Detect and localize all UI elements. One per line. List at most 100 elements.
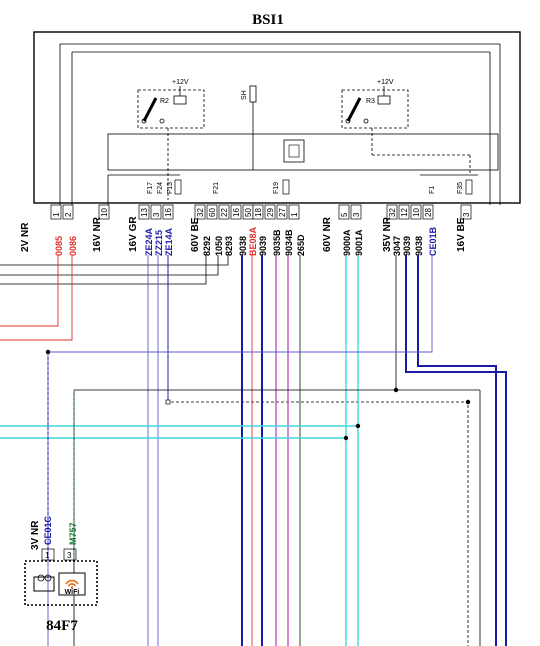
pin-box [206, 204, 218, 220]
wifi-icon: WiFi [58, 572, 86, 596]
connector-label-2: 16V GR [128, 216, 139, 252]
wire-label: 3047 [392, 236, 402, 256]
pin-number: 10 [100, 208, 109, 217]
fuse-f13: F13 [167, 182, 174, 194]
module-84f7-box [24, 560, 98, 606]
pin-number: 1 [290, 212, 299, 217]
wire-label: 9039 [402, 236, 412, 256]
bsi1-title: BSI1 [252, 12, 284, 28]
bottom-pin-1: 1 [45, 551, 50, 560]
connector-label-1: 16V NR [92, 216, 103, 252]
pin-box [98, 204, 110, 220]
pin-number: 10 [412, 208, 421, 217]
fuse-strip [107, 174, 478, 205]
pin-number: 50 [244, 208, 253, 217]
connector-label-4: 60V NR [322, 216, 333, 252]
pin-number: 1 [52, 212, 61, 217]
pin-box [338, 204, 350, 220]
pin-number: 22 [220, 208, 229, 217]
fuse-f19: F19 [273, 182, 280, 194]
plus12-a-label: +12V [172, 79, 189, 86]
pin-number: 29 [266, 208, 275, 217]
wire-label: 0086 [68, 236, 78, 256]
pin-number: 3 [462, 212, 471, 217]
relay-r2-label: R2 [160, 98, 169, 105]
relay-r3-box [341, 89, 409, 129]
pin-box [276, 204, 288, 220]
internal-bus [107, 133, 499, 171]
connector-label-0: 2V NR [20, 222, 31, 252]
relay-r3-label: R3 [366, 98, 375, 105]
pin-number: 32 [388, 208, 397, 217]
connector-label-3: 60V BE [190, 217, 201, 252]
wire-label: 8292 [202, 236, 212, 256]
pin-number: 60 [208, 208, 217, 217]
wire-label: 9001A [354, 229, 364, 256]
pin-box [150, 204, 162, 220]
bottom-wire-m757: M757 [68, 522, 78, 545]
wire-label: ZZ215 [154, 230, 164, 256]
pin-box [422, 204, 434, 220]
pin-number: 2 [64, 212, 73, 217]
plus12-b-label: +12V [377, 79, 394, 86]
pin-number: 32 [196, 208, 205, 217]
wire-runs [0, 255, 507, 646]
wire-label: CE01B [428, 226, 438, 256]
wire-label: 9000A [342, 229, 352, 256]
wire-label: 9038 [238, 236, 248, 256]
camera-icon [33, 574, 55, 592]
bottom-wire-ce01c: CE01C [43, 515, 53, 545]
wire-label: 9034B [284, 229, 294, 256]
bottom-pin-3: 3 [67, 551, 72, 560]
wire-label: 9035B [272, 229, 282, 256]
pin-box [288, 204, 300, 220]
pin-box [410, 204, 422, 220]
pin-box [252, 204, 264, 220]
wire-label: BE08A [248, 226, 258, 256]
module-84f7-label: 84F7 [46, 618, 78, 634]
pin-number: 27 [278, 208, 287, 217]
wire-label: ZE14A [164, 227, 174, 256]
pin-box [386, 204, 398, 220]
sh-label: SH [241, 90, 248, 100]
pin-box [62, 204, 74, 220]
wire-label: 9039 [258, 236, 268, 256]
fuse-f21: F21 [213, 182, 220, 194]
connector-label-5: 35V NR [382, 216, 393, 252]
connector-label-6: 16V BE [456, 217, 467, 252]
pin-number: 18 [254, 208, 263, 217]
pin-box [460, 204, 472, 220]
pin-box [398, 204, 410, 220]
pin-box [138, 204, 150, 220]
chip-icon [283, 139, 305, 163]
wire-label: 1050 [214, 236, 224, 256]
bottom-conn-label: 3V NR [30, 520, 41, 550]
pin-number: 5 [340, 212, 349, 217]
pin-number: 28 [424, 208, 433, 217]
wire-label: ZE24A [144, 227, 154, 256]
pin-number: 12 [400, 208, 409, 217]
fuse-f24: F24 [157, 182, 164, 194]
wire-label: 0085 [54, 236, 64, 256]
wire-label: 8293 [224, 236, 234, 256]
pin-box [50, 204, 62, 220]
pin-number: 13 [140, 208, 149, 217]
pin-number: 3 [352, 212, 361, 217]
pin-box [264, 204, 276, 220]
pin-number: 16 [164, 208, 173, 217]
wire-label: 9038 [414, 236, 424, 256]
pin-box [162, 204, 174, 220]
relay-r2-box [137, 89, 205, 129]
pin-box [350, 204, 362, 220]
fuse-f35: F35 [457, 182, 464, 194]
pin-box [230, 204, 242, 220]
bsi-box [33, 31, 521, 204]
connector-labels: 2V NR 16V NR 16V GR 60V BE 60V NR 35V NR 16V B… [20, 216, 467, 256]
fuse-f1: F1 [429, 186, 436, 194]
pin-number: 16 [232, 208, 241, 217]
pin-box [194, 204, 206, 220]
wifi-text: WiFi [65, 589, 80, 596]
pin-box [218, 204, 230, 220]
